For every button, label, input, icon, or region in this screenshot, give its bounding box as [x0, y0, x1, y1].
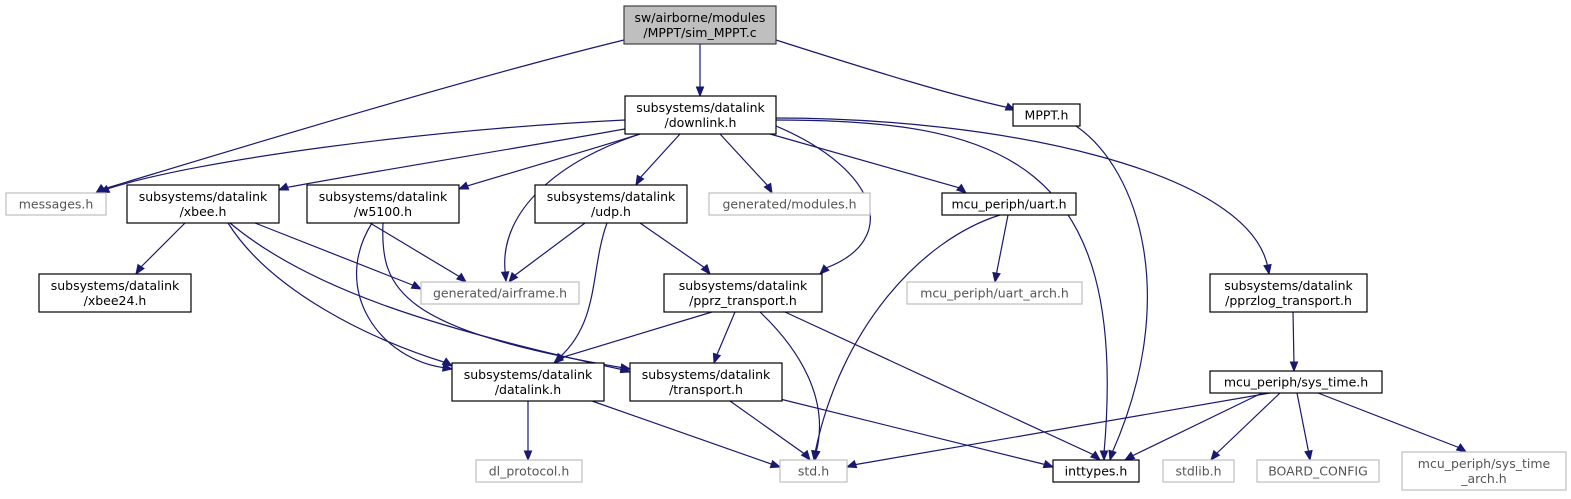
edge-downlink-to-xbee [277, 127, 631, 191]
node-pprzlog-label-1: /pprzlog_transport.h [1225, 293, 1352, 308]
edge-pprz-to-transport [712, 311, 736, 365]
edge-downlink-to-messages [98, 119, 626, 194]
node-airframe: generated/airframe.h [420, 281, 580, 305]
node-downlink-label-0: subsystems/datalink [636, 100, 765, 115]
edge-systime-to-systimearch [1317, 392, 1468, 453]
node-pprz-label-1: /pprz_transport.h [689, 293, 797, 308]
edge-downlink-to-udp [635, 133, 681, 187]
node-pprzlog-label-0: subsystems/datalink [1224, 278, 1353, 293]
edge-w5100-to-datalink [355, 222, 454, 372]
edge-root-to-mppt [775, 39, 1017, 111]
node-stdh-label-0: std.h [798, 464, 829, 479]
node-w5100-label-0: subsystems/datalink [319, 189, 448, 204]
edge-datalink-to-dlproto [523, 401, 533, 462]
node-mppt[interactable]: MPPT.h [1012, 103, 1081, 127]
node-udp-label-0: subsystems/datalink [547, 189, 676, 204]
edge-transport-to-inttypes [779, 398, 1055, 469]
node-datalink[interactable]: subsystems/datalink/datalink.h [451, 362, 605, 402]
edge-xbee-to-xbee24 [135, 222, 186, 276]
node-datalink-label-1: /datalink.h [495, 382, 561, 397]
node-uart[interactable]: mcu_periph/uart.h [941, 192, 1077, 216]
node-udp[interactable]: subsystems/datalink/udp.h [534, 184, 688, 224]
edge-udp-to-pprz [639, 222, 711, 276]
edge-systime-to-inttypes [1123, 392, 1263, 461]
edge-w5100-to-transport [382, 222, 632, 372]
node-xbee24-label-1: /xbee24.h [84, 293, 147, 308]
edge-downlink-to-w5100 [457, 133, 641, 190]
edge-downlink-to-inttypes [775, 119, 1109, 462]
node-stdlib-label-0: stdlib.h [1175, 464, 1221, 479]
edge-mppt-to-inttypes [1075, 125, 1148, 462]
edge-datalink-to-stdh [591, 400, 782, 469]
node-dlproto-label-0: dl_protocol.h [489, 464, 570, 479]
edge-uart-to-uartarch [992, 214, 1009, 284]
edge-transport-to-stdh [729, 400, 811, 462]
edge-pprz-to-datalink [552, 311, 713, 364]
edge-xbee-to-airframe [254, 222, 423, 290]
node-uartarch-label-0: mcu_periph/uart_arch.h [920, 286, 1069, 301]
edge-pprz-to-stdh [759, 311, 821, 462]
node-transport[interactable]: subsystems/datalink/transport.h [629, 362, 783, 402]
node-transport-label-1: /transport.h [669, 382, 743, 397]
edge-udp-to-airframe [508, 222, 586, 284]
node-systime[interactable]: mcu_periph/sys_time.h [1209, 370, 1383, 394]
node-stdlib: stdlib.h [1162, 459, 1235, 483]
edge-root-to-messages [94, 39, 625, 194]
node-board-label-0: BOARD_CONFIG [1268, 464, 1368, 479]
node-xbee24-label-0: subsystems/datalink [51, 278, 180, 293]
node-messages-label-0: messages.h [19, 197, 94, 212]
node-inttypes-label-0: inttypes.h [1065, 464, 1128, 479]
node-board: BOARD_CONFIG [1256, 459, 1380, 483]
node-xbee24[interactable]: subsystems/datalink/xbee24.h [38, 273, 192, 313]
edge-xbee-to-datalink [227, 222, 454, 367]
node-w5100-label-1: /w5100.h [354, 204, 412, 219]
node-systime-label-0: mcu_periph/sys_time.h [1224, 375, 1368, 390]
node-dlproto: dl_protocol.h [475, 459, 583, 483]
node-xbee-label-1: /xbee.h [180, 204, 227, 219]
node-pprz[interactable]: subsystems/datalink/pprz_transport.h [663, 273, 823, 313]
edge-systime-to-stdh [845, 392, 1271, 469]
node-genmodules-label-0: generated/modules.h [722, 197, 856, 212]
node-stdh: std.h [779, 459, 848, 483]
edge-downlink-to-uart [769, 133, 968, 194]
node-root[interactable]: sw/airborne/modules/MPPT/sim_MPPT.c [623, 5, 777, 45]
node-root-label-1: /MPPT/sim_MPPT.c [643, 25, 756, 40]
node-uart-label-0: mcu_periph/uart.h [951, 197, 1066, 212]
node-airframe-label-0: generated/airframe.h [433, 286, 567, 301]
node-systimearch: mcu_periph/sys_time_arch.h [1401, 451, 1567, 491]
edge-pprz-to-inttypes [784, 311, 1102, 461]
edge-downlink-to-genmodules [719, 133, 773, 195]
node-genmodules: generated/modules.h [708, 192, 871, 216]
node-inttypes[interactable]: inttypes.h [1052, 459, 1140, 483]
node-systimearch-label-0: mcu_periph/sys_time [1418, 456, 1551, 471]
edge-pprzlog-to-systime [1289, 311, 1299, 373]
node-pprzlog[interactable]: subsystems/datalink/pprzlog_transport.h [1209, 273, 1368, 313]
node-mppt-label-0: MPPT.h [1025, 108, 1069, 123]
node-downlink[interactable]: subsystems/datalink/downlink.h [624, 95, 777, 135]
node-transport-label-0: subsystems/datalink [642, 367, 771, 382]
node-systimearch-label-1: _arch.h [1460, 471, 1506, 486]
edge-systime-to-board [1296, 392, 1313, 462]
node-pprz-label-0: subsystems/datalink [679, 278, 808, 293]
node-w5100[interactable]: subsystems/datalink/w5100.h [306, 184, 460, 224]
edge-root-to-downlink [695, 44, 705, 98]
node-root-label-0: sw/airborne/modules [635, 10, 766, 25]
file-nodes: sw/airborne/modules/MPPT/sim_MPPT.csubsy… [5, 5, 1567, 491]
node-xbee[interactable]: subsystems/datalink/xbee.h [126, 184, 280, 224]
dependency-edges [94, 39, 1468, 469]
edge-systime-to-stdlib [1210, 392, 1281, 462]
edge-downlink-to-pprzlog [775, 117, 1272, 276]
node-udp-label-1: /udp.h [591, 204, 631, 219]
node-xbee-label-0: subsystems/datalink [139, 189, 268, 204]
node-downlink-label-1: /downlink.h [665, 115, 737, 130]
node-messages: messages.h [5, 192, 107, 216]
node-uartarch: mcu_periph/uart_arch.h [906, 281, 1083, 305]
node-datalink-label-0: subsystems/datalink [464, 367, 593, 382]
edge-w5100-to-airframe [369, 222, 468, 283]
